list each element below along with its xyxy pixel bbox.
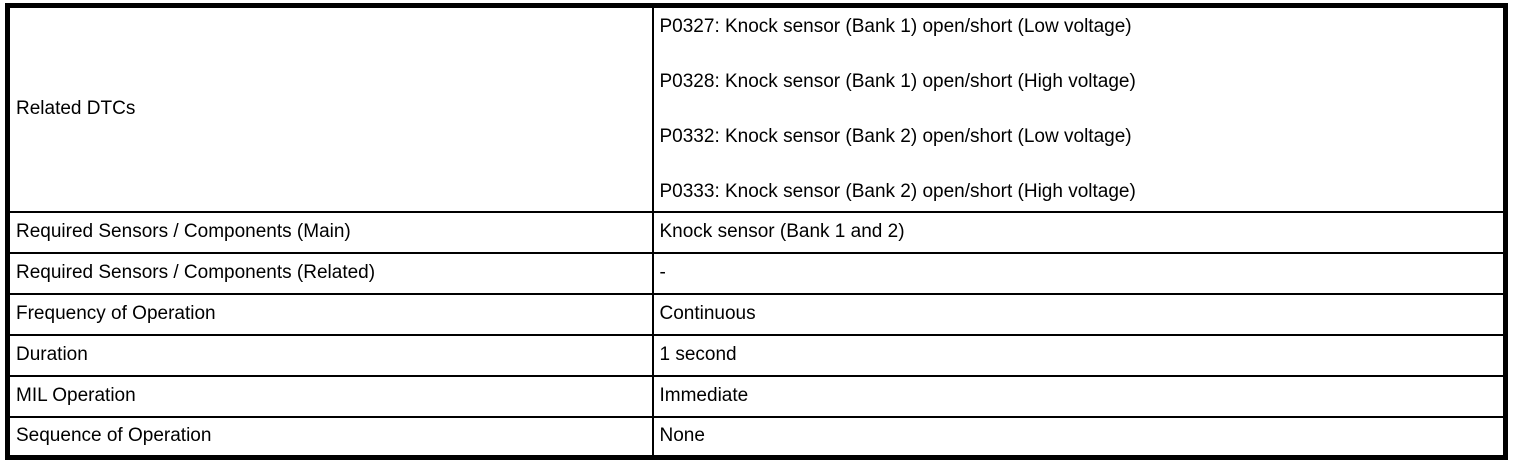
row-label-mil-operation: MIL Operation (6, 374, 654, 418)
row-value-related-dtcs: P0327: Knock sensor (Bank 1) open/short … (651, 4, 1507, 213)
dtc-info-table: Related DTCs P0327: Knock sensor (Bank 1… (5, 3, 1508, 460)
row-label-required-sensors-related: Required Sensors / Components (Related) (6, 251, 654, 295)
row-value-mil-operation: Immediate (651, 374, 1507, 418)
row-label-required-sensors-main: Required Sensors / Components (Main) (6, 210, 654, 254)
row-value-duration: 1 second (651, 333, 1507, 377)
row-label-frequency-of-operation: Frequency of Operation (6, 292, 654, 336)
table-row-sequence-of-operation: Sequence of Operation None (6, 415, 1507, 459)
row-value-required-sensors-related: - (651, 251, 1507, 295)
table-row-required-sensors-main: Required Sensors / Components (Main) Kno… (6, 210, 1507, 254)
row-label-related-dtcs: Related DTCs (6, 4, 654, 213)
row-value-required-sensors-main: Knock sensor (Bank 1 and 2) (651, 210, 1507, 254)
table-row-duration: Duration 1 second (6, 333, 1507, 377)
table-row-required-sensors-related: Required Sensors / Components (Related) … (6, 251, 1507, 295)
table-row-frequency-of-operation: Frequency of Operation Continuous (6, 292, 1507, 336)
row-value-frequency-of-operation: Continuous (651, 292, 1507, 336)
dtc-line-p0333: P0333: Knock sensor (Bank 2) open/short … (659, 180, 1136, 202)
table-row-related-dtcs: Related DTCs P0327: Knock sensor (Bank 1… (6, 4, 1507, 213)
dtc-line-p0332: P0332: Knock sensor (Bank 2) open/short … (659, 125, 1132, 147)
row-label-sequence-of-operation: Sequence of Operation (6, 415, 654, 459)
row-value-sequence-of-operation: None (651, 415, 1507, 459)
dtc-line-p0328: P0328: Knock sensor (Bank 1) open/short … (659, 70, 1136, 92)
row-label-duration: Duration (6, 333, 654, 377)
dtc-line-p0327: P0327: Knock sensor (Bank 1) open/short … (659, 15, 1132, 37)
table-row-mil-operation: MIL Operation Immediate (6, 374, 1507, 418)
